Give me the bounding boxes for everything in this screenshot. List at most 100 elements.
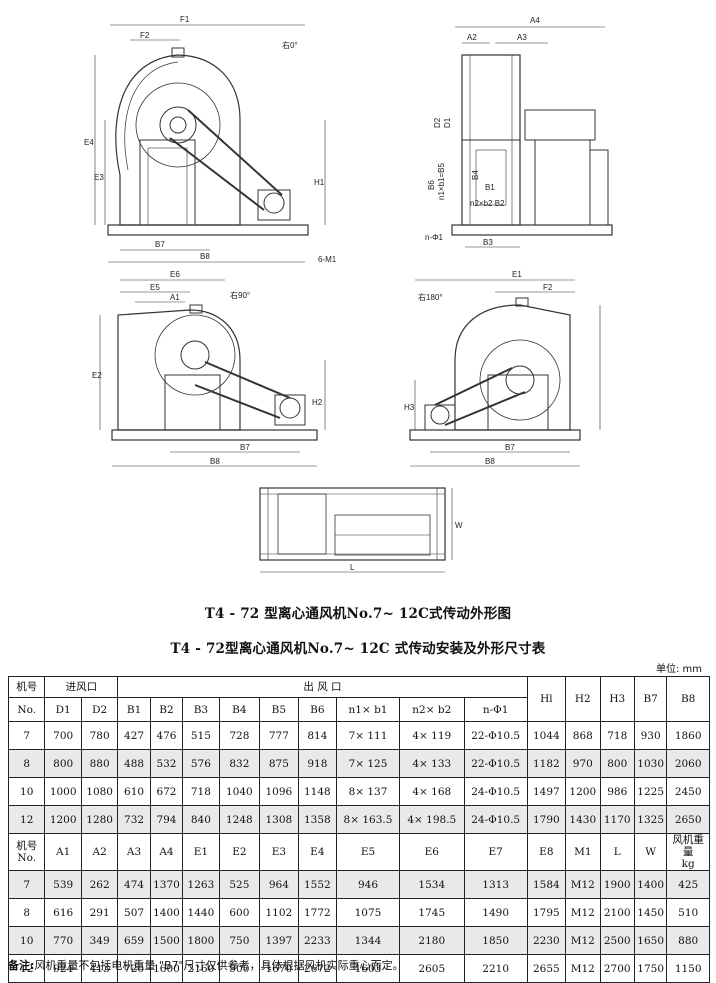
table-cell: 8 (7, 898, 46, 927)
header-no-label: No. (17, 852, 37, 864)
table-cell: 970 (565, 749, 601, 778)
table-cell: 291 (80, 898, 119, 927)
label-angle-180: 右180° (418, 292, 443, 302)
table-cell: 800 (599, 749, 635, 778)
table-cell: 515 (182, 721, 220, 750)
header-cell: n1× b1 (336, 697, 400, 722)
header-cell: B2 (149, 697, 184, 722)
table-cell: 880 (80, 749, 119, 778)
table-cell: 832 (218, 749, 261, 778)
table-cell: 1650 (633, 926, 668, 955)
table-cell: 794 (149, 805, 184, 834)
table-cell: 1800 (182, 926, 220, 955)
table-cell: 2650 (666, 805, 710, 834)
table-cell: 1497 (526, 777, 567, 806)
label-e1: E1 (512, 270, 522, 279)
table-cell: 1150 (666, 954, 710, 983)
table-cell: M12 (565, 898, 601, 927)
table-cell: 1500 (149, 926, 184, 955)
table-cell: 1102 (259, 898, 299, 927)
table-caption: T4 - 72型离心通风机No.7~ 12C 式传动安装及外形尺寸表 (170, 641, 546, 657)
front-view-0deg: F1 F2 右0° B7 B8 6-M1 E4 E3 H1 (84, 15, 337, 264)
table-cell: 1552 (297, 870, 338, 899)
label-e2: E2 (92, 371, 102, 380)
table-cell: 2060 (666, 749, 710, 778)
table-cell: 1148 (297, 777, 338, 806)
table-cell: 1096 (259, 777, 299, 806)
table-cell: 1313 (463, 870, 528, 899)
table-cell: 616 (44, 898, 82, 927)
label-h3: H3 (404, 403, 415, 412)
label-e4: E4 (84, 138, 94, 147)
label-b8: B8 (200, 252, 210, 261)
table-cell: 718 (599, 721, 635, 750)
header-cell: E1 (182, 833, 220, 871)
table-cell: 840 (182, 805, 220, 834)
label-e5: E5 (150, 283, 160, 292)
table-cell: M12 (565, 870, 601, 899)
table-cell: 2230 (526, 926, 567, 955)
table-cell: 1263 (182, 870, 220, 899)
table-cell: 718 (182, 777, 220, 806)
table-cell: 780 (80, 721, 119, 750)
table-cell: 1430 (565, 805, 601, 834)
table-cell: 1030 (633, 749, 668, 778)
header-cell: A3 (117, 833, 151, 871)
table-cell: 2233 (297, 926, 338, 955)
table-cell: 510 (666, 898, 710, 927)
label-h2: H2 (312, 398, 323, 407)
table-cell: 24-Φ10.5 (463, 805, 528, 834)
table-cell: 1400 (633, 870, 668, 899)
table-cell: 1200 (44, 805, 82, 834)
table-cell: 1325 (633, 805, 668, 834)
label-d1: D1 (443, 117, 452, 128)
label-nb: n1×b1=B5 (437, 163, 446, 200)
table-cell: 1745 (398, 898, 465, 927)
table-cell: 22-Φ10.5 (463, 749, 528, 778)
table-cell: 880 (666, 926, 710, 955)
table-cell: 1534 (398, 870, 465, 899)
table-cell: 1182 (526, 749, 567, 778)
fan-outline-drawings: F1 F2 右0° B7 B8 6-M1 E4 E3 H1 (84, 15, 613, 573)
label-a4: A4 (530, 16, 540, 25)
base-plan-view: W L (259, 487, 463, 573)
table-cell: 2180 (398, 926, 465, 955)
header-outlet: 出 风 口 (117, 676, 528, 698)
table-cell: 8× 137 (336, 777, 400, 806)
table-cell: 1370 (149, 870, 184, 899)
header-weight-unit: kg (681, 858, 695, 870)
table-cell: 4× 133 (398, 749, 465, 778)
table-cell: 349 (80, 926, 119, 955)
footnote: 备注:风机重量不包括电机重量 "B7"尺寸仅供参考，具体根据风机实际重心而定。 (8, 957, 404, 973)
table-cell: 930 (633, 721, 668, 750)
table-cell: 1795 (526, 898, 567, 927)
table-cell: 1900 (599, 870, 635, 899)
header-cell: E3 (259, 833, 299, 871)
table-cell: 7 (7, 870, 46, 899)
table-cell: 427 (117, 721, 151, 750)
table-cell: 539 (44, 870, 82, 899)
table-cell: 1358 (297, 805, 338, 834)
table-cell: 1200 (565, 777, 601, 806)
header-cell: B3 (182, 697, 220, 722)
label-a3: A3 (517, 33, 527, 42)
table-cell: 1080 (80, 777, 119, 806)
table-cell: 1600 (149, 954, 184, 983)
label-a1: A1 (170, 293, 180, 302)
label-a2: A2 (467, 33, 477, 42)
header-weight-label: 风机重量 (672, 834, 704, 858)
table-cell: 2450 (666, 777, 710, 806)
side-view: A4 A2 A3 B3 n-Φ1 D1 D2 B4 B6 n1×b1=B5 B1… (425, 16, 613, 248)
table-cell: 777 (259, 721, 299, 750)
table-cell: 1280 (80, 805, 119, 834)
label-e6: E6 (170, 270, 180, 279)
header-cell: A4 (149, 833, 184, 871)
table-cell: 532 (149, 749, 184, 778)
label-angle-90: 右90° (230, 290, 250, 300)
label-f1: F1 (180, 15, 190, 24)
